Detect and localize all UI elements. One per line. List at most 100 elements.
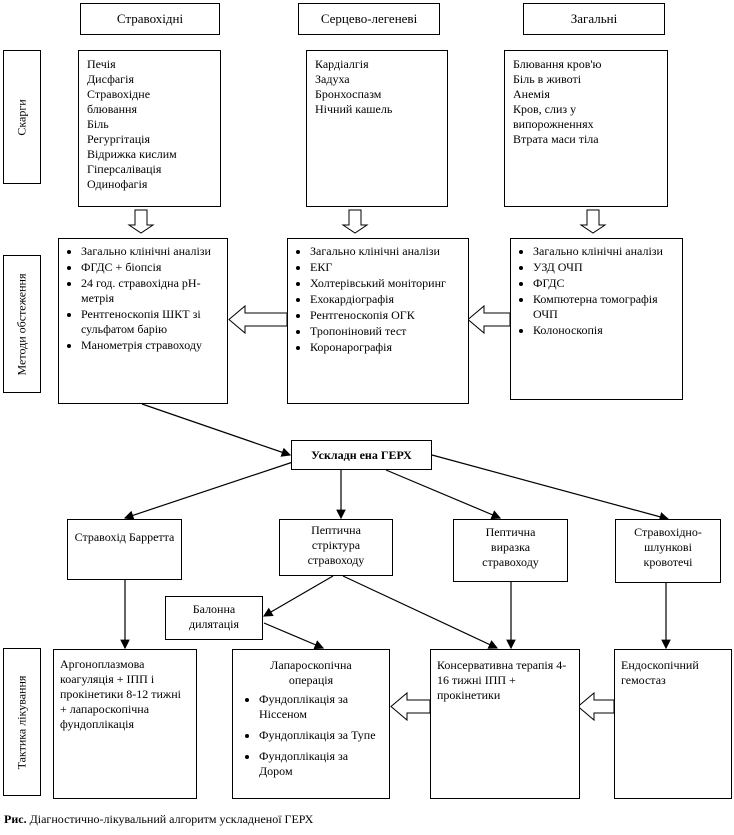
hollow-arrow-left-2 [467,304,511,335]
list-item: Тропоніновий тест [310,324,462,339]
complaints-cardiopulmonary-box: Кардіалгія Задуха Бронхоспазм Нічний каш… [306,50,448,207]
complicated-gerd-box: Ускладн ена ГЕРХ [291,440,432,470]
column-header-cardiopulmonary-label: Серцево-легеневі [320,11,418,26]
complication-ulcer-box: Пептична виразка стравоходу [453,519,568,582]
complaints-esophageal-list: Печія Дисфагія Стравохідне блювання Біль… [79,51,220,198]
complication-bleeding-box: Стравохідно-шлункові кровотечі [615,519,721,583]
complaints-esophageal-box: Печія Дисфагія Стравохідне блювання Біль… [78,50,221,207]
column-header-esophageal: Стравохідні [80,3,220,35]
methods-esophageal-box: Загально клінічні аналізи ФГДС + біопсія… [58,238,228,404]
list-item: ФГДС [533,276,676,291]
treatment-conservative-box: Консервативна терапія 4-16 тижні ІПП + п… [430,649,580,799]
methods-esophageal-list: Загально клінічні аналізи ФГДС + біопсія… [59,239,227,353]
list-item: Анемія [513,87,550,101]
list-item: Холтерівський моніторинг [310,276,462,291]
list-item: Фундоплікація за Дором [259,749,383,779]
balloon-dilatation-box: Балонна дилятація [165,596,263,640]
hollow-arrow-down-2 [341,209,369,234]
arrow-gerd-to-bleeding [431,454,670,522]
list-item: Печія [87,57,116,71]
methods-cardiopulmonary-box: Загально клінічні аналізи ЕКГ Холтерівсь… [287,238,469,404]
row-label-complaints-text: Скарги [14,98,29,136]
list-item: Відрижка кислим [87,147,177,161]
arrow-gerd-to-ulcer [385,469,502,520]
complication-ulcer-label: Пептична виразка стравоходу [482,525,539,569]
list-item: Стравохідне [87,87,151,101]
list-item: Гіперсалівація [87,162,162,176]
row-label-methods: Методи обстеження [3,255,41,393]
treatment-laparoscopic-box: Лапароскопічна операція Фундоплікація за… [232,649,390,799]
treatment-argon-label: Аргоноплазмова коагуляція + ІПП і прокін… [60,657,181,731]
complication-bleeding-label: Стравохідно-шлункові кровотечі [634,525,702,569]
list-item: УЗД ОЧП [533,260,676,275]
treatment-endoscopic-box: Ендоскопічний гемостаз [614,649,732,799]
column-header-general-label: Загальні [570,11,618,26]
row-label-methods-text: Методи обстеження [14,273,29,375]
row-label-complaints: Скарги [3,50,41,184]
list-item: 24 год. стравохідна pH-метрія [81,276,221,306]
column-header-cardiopulmonary: Серцево-легеневі [298,3,440,35]
row-label-tactics: Тактика лікування [3,648,41,796]
treatment-endoscopic-label: Ендоскопічний гемостаз [621,658,699,687]
list-item: Біль в животі [513,72,582,86]
list-item: Рентгеноскопія ШКТ зі сульфатом барію [81,307,221,337]
arrow-stricture-to-balloon [262,575,334,617]
methods-general-list: Загально клінічні аналізи УЗД ОЧП ФГДС К… [511,239,682,338]
list-item: Блювання кров'ю [513,57,602,71]
treatment-laparoscopic-list: Фундоплікація за Ніссеном Фундоплікація … [233,690,389,779]
arrow-methods-to-gerd [141,403,292,457]
list-item: Рентгеноскопія ОГК [310,308,462,323]
arrow-balloon-to-laparoscopic [263,622,325,650]
hollow-arrow-left-4 [577,691,615,722]
figure-caption-text: Діагностично-лікувальний алгоритм усклад… [29,812,314,826]
column-header-general: Загальні [523,3,665,35]
arrow-gerd-to-barrett [123,461,294,520]
column-header-esophageal-label: Стравохідні [116,11,184,26]
figure-caption-prefix: Рис. [4,812,27,826]
list-item: Бронхоспазм [315,87,382,101]
list-item: Біль [87,117,109,131]
list-item: Фундоплікація за Тупе [259,728,383,743]
list-item: Манометрія стравоходу [81,338,221,353]
treatment-conservative-label: Консервативна терапія 4-16 тижні ІПП + п… [437,658,567,702]
hollow-arrow-down-1 [127,209,155,234]
list-item: Компютерна томографія ОЧП [533,292,676,322]
list-item: Дисфагія [87,72,134,86]
list-item: Регургітація [87,132,151,146]
complaints-general-box: Блювання кров'ю Біль в животі Анемія Кро… [504,50,668,207]
complication-stricture-box: Пептична стріктура стравоходу [279,519,393,576]
balloon-dilatation-label: Балонна дилятація [188,602,240,631]
list-item: блювання [87,102,137,116]
list-item: Одинофагія [87,177,148,191]
methods-general-box: Загально клінічні аналізи УЗД ОЧП ФГДС К… [510,238,683,400]
complicated-gerd-label: Ускладн ена ГЕРХ [311,447,412,462]
list-item: випорожненнях [513,117,594,131]
arrow-stricture-to-conservative [342,575,499,649]
complication-barrett-label: Стравохід Барретта [74,530,175,544]
list-item: Кров, слиз у [513,102,577,116]
list-item: Колоноскопія [533,323,676,338]
list-item: Загально клінічні аналізи [310,244,462,259]
list-item: ФГДС + біопсія [81,260,221,275]
hollow-arrow-down-3 [579,209,607,234]
list-item: ЕКГ [310,260,462,275]
treatment-argon-box: Аргоноплазмова коагуляція + ІПП і прокін… [53,649,197,799]
complication-barrett-box: Стравохід Барретта [67,519,182,580]
list-item: Коронарографія [310,340,462,355]
hollow-arrow-left-3 [390,691,431,722]
treatment-laparoscopic-title: Лапароскопічна операція [270,658,352,687]
hollow-arrow-left-1 [228,304,288,335]
list-item: Фундоплікація за Ніссеном [259,692,383,722]
list-item: Кардіалгія [315,57,369,71]
list-item: Ехокардіографія [310,292,462,307]
methods-cardiopulmonary-list: Загально клінічні аналізи ЕКГ Холтерівсь… [288,239,468,355]
list-item: Втрата маси тіла [513,132,599,146]
list-item: Загально клінічні аналізи [81,244,221,259]
complication-stricture-label: Пептична стріктура стравоходу [307,523,365,567]
row-label-tactics-text: Тактика лікування [14,675,29,769]
figure-caption: Рис. Діагностично-лікувальний алгоритм у… [4,812,313,827]
list-item: Задуха [315,72,350,86]
list-item: Нічний кашель [315,102,393,116]
list-item: Загально клінічні аналізи [533,244,676,259]
